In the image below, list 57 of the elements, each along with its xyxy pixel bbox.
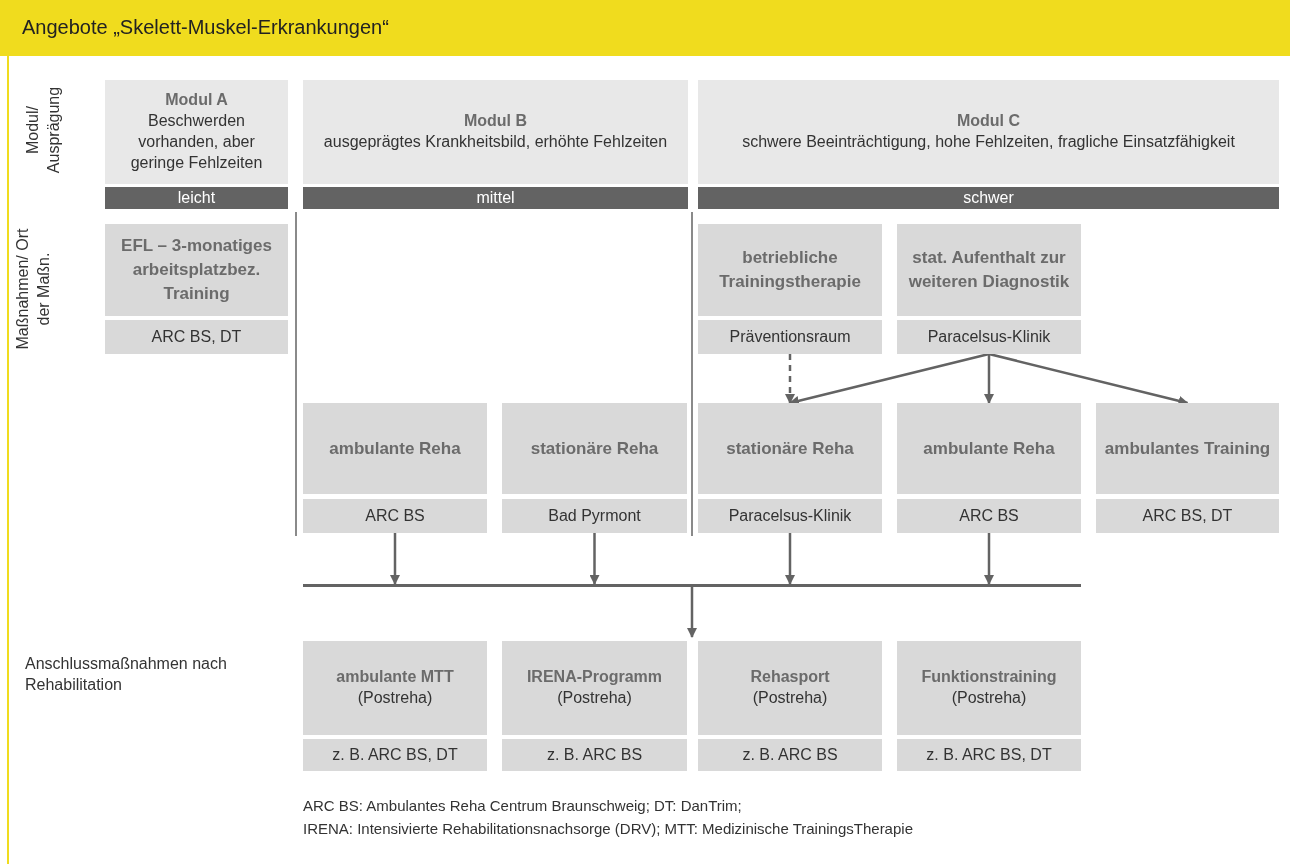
title: Angebote „Skelett-Muskel-Erkrankungen“: [22, 16, 389, 39]
measure-box: [698, 641, 882, 735]
heading-text: Funktionstraining: [921, 667, 1057, 688]
measure-box: [303, 641, 487, 735]
location-box: ARC BS: [303, 499, 487, 533]
measure-box: ambulante Reha: [303, 403, 487, 494]
heading-text: ambulante MTT: [336, 667, 454, 688]
description-text: (Postreha): [557, 688, 632, 708]
description-text: (Postreha): [357, 688, 433, 708]
description-text: Beschwerden vorhanden, aber geringe Fehlzeiten: [129, 111, 264, 173]
measure-box: ambulantes Training: [1096, 403, 1279, 494]
heading-text: Rehasport: [750, 667, 830, 688]
arrow: [589, 533, 600, 585]
description-text: (Postreha): [752, 688, 828, 708]
measure-box: stat. Aufenthalt zur weiteren Diagnostik: [897, 224, 1081, 316]
heading-text: Modul B: [463, 111, 528, 132]
footnote: IRENA: Intensivierte Rehabilitationsnachsorge (DRV); MTT: Medizinische TrainingsTherapie: [303, 819, 913, 839]
location-box: z. B. ARC BS: [502, 739, 687, 771]
description-text: (Postreha): [951, 688, 1027, 708]
location-box: z. B. ARC BS, DT: [897, 739, 1081, 771]
description-text: ausgeprägtes Krankheitsbild, erhöhte Fehlzeiten: [323, 132, 668, 152]
arrow: [785, 533, 795, 585]
arrow: [390, 533, 400, 585]
footnote: ARC BS: Ambulantes Reha Centrum Braunschweig; DT: DanTrim;: [303, 796, 742, 816]
location-box: z. B. ARC BS, DT: [303, 739, 487, 771]
location-box: Bad Pyrmont: [502, 499, 687, 533]
measure-box: betriebliche Trainingstherapie: [698, 224, 882, 316]
arrow: [789, 352, 990, 406]
location-box: z. B. ARC BS: [698, 739, 882, 771]
row-label: Maßnahmen/ Ort der Maßn.: [13, 227, 53, 352]
location-box: Paracelsus-Klinik: [897, 320, 1081, 354]
location-box: Präventionsraum: [698, 320, 882, 354]
severity-bar: schwer: [698, 187, 1279, 209]
measure-box: EFL – 3-monatiges arbeitsplatzbez. Training: [105, 224, 288, 316]
location-box: ARC BS, DT: [105, 320, 288, 354]
description-text: schwere Beeinträchtigung, hohe Fehlzeiten, fragliche Einsatzfähigkeit: [742, 132, 1235, 152]
heading-text: Modul C: [956, 111, 1021, 132]
location-box: ARC BS, DT: [1096, 499, 1279, 533]
heading-text: IRENA-Programm: [526, 667, 663, 688]
location-box: Paracelsus-Klinik: [698, 499, 882, 533]
arrow: [984, 533, 994, 585]
measure-box: [502, 641, 687, 735]
arrow: [785, 354, 795, 404]
location-box: ARC BS: [897, 499, 1081, 533]
row-label: Anschlussmaßnahmen nach Rehabilitation: [25, 654, 228, 695]
heading-text: Modul A: [165, 90, 228, 111]
arrow: [988, 352, 1189, 406]
measure-box: stationäre Reha: [502, 403, 687, 494]
arrow: [984, 354, 994, 404]
arrow: [687, 587, 697, 638]
measure-box: [897, 641, 1081, 735]
measure-box: ambulante Reha: [897, 403, 1081, 494]
severity-bar: mittel: [303, 187, 688, 209]
row-label: Modul/ Ausprägung: [23, 85, 63, 176]
bar: [303, 584, 1081, 587]
measure-box: stationäre Reha: [698, 403, 882, 494]
severity-bar: leicht: [105, 187, 288, 209]
